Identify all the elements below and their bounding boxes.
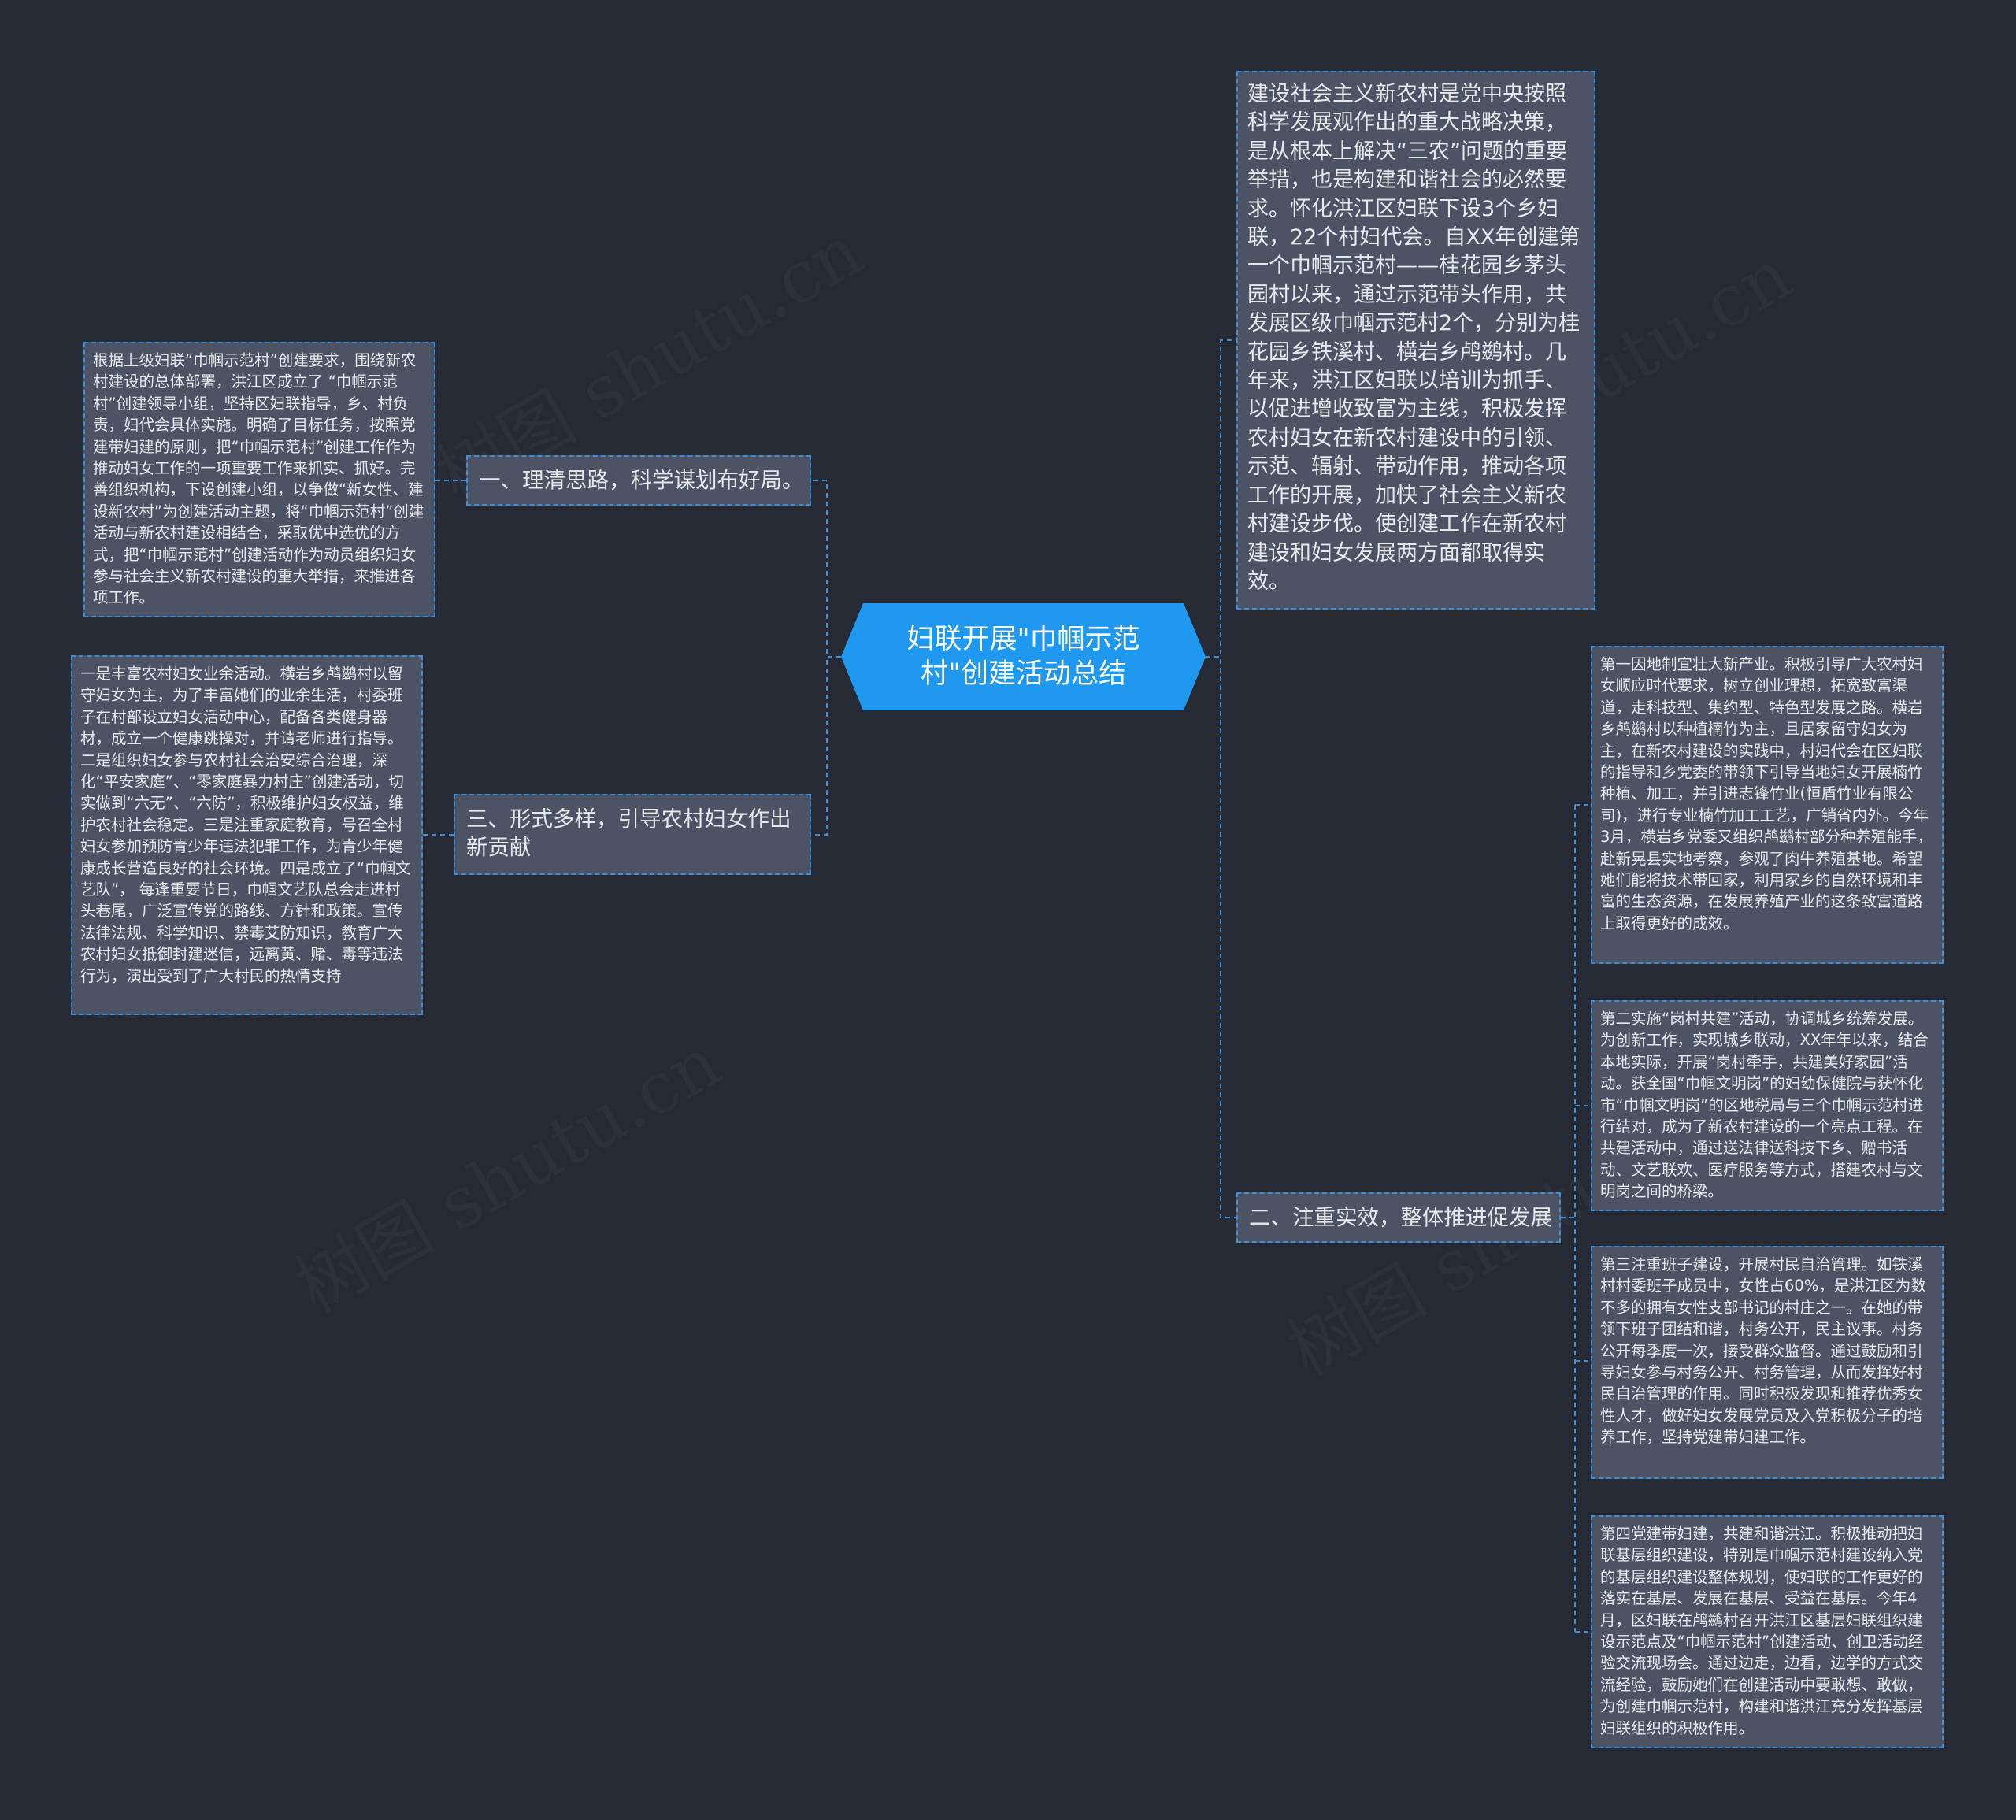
intro-note[interactable]: 建设社会主义新农村是党中央按照科学发展观作出的重大战略决策，是从根本上解决“三农… <box>1236 71 1595 610</box>
branch-one-label: 一、理清思路，科学谋划布好局。 <box>479 468 804 493</box>
branch-three-note-text: 一是丰富农村妇女业余活动。横岩乡鸬鹚村以留守妇女为主，为了丰富她们的业余生活，村… <box>80 665 411 985</box>
branch-two[interactable]: 二、注重实效，整体推进促发展 <box>1236 1192 1561 1243</box>
link-root-branch-three <box>811 656 841 836</box>
branch-three-note[interactable]: 一是丰富农村妇女业余活动。横岩乡鸬鹚村以留守妇女为主，为了丰富她们的业余生活，村… <box>71 655 423 1015</box>
branch-three-label: 三、形式多样，引导农村妇女作出新贡献 <box>466 806 791 860</box>
intro-note-text: 建设社会主义新农村是党中央按照科学发展观作出的重大战略决策，是从根本上解决“三农… <box>1247 82 1581 594</box>
link-root-intro <box>1206 339 1236 658</box>
watermark: 树图 shutu.cn <box>274 1006 736 1333</box>
branch-three[interactable]: 三、形式多样，引导农村妇女作出新贡献 <box>454 794 811 875</box>
branch-one-note-text: 根据上级妇联“巾帼示范村”创建要求，围绕新农村建设的总体部署，洪江区成立了 “巾… <box>93 351 424 607</box>
branch-two-label: 二、注重实效，整体推进促发展 <box>1249 1205 1552 1230</box>
branch-two-note-4[interactable]: 第四党建带妇建，共建和谐洪江。积极推动把妇联基层组织建设，特别是巾帼示范村建设纳… <box>1591 1515 1944 1748</box>
link-root-branch-one <box>811 480 841 658</box>
branch-two-note-2[interactable]: 第二实施“岗村共建”活动，协调城乡统筹发展。为创新工作，实现城乡联动，XX年年以… <box>1591 1000 1944 1211</box>
branch-two-note-1[interactable]: 第一因地制宜壮大新产业。积极引导广大农村妇女顺应时代要求，树立创业理想，拓宽致富… <box>1591 646 1944 964</box>
root-topic[interactable]: 妇联开展"巾帼示范村"创建活动总结 <box>841 603 1206 710</box>
branch-two-note-4-text: 第四党建带妇建，共建和谐洪江。积极推动把妇联基层组织建设，特别是巾帼示范村建设纳… <box>1600 1525 1924 1737</box>
branch-two-note-3[interactable]: 第三注重班子建设，开展村民自治管理。如铁溪村村委班子成员中，女性占60%，是洪江… <box>1591 1246 1944 1479</box>
branch-two-note-3-text: 第三注重班子建设，开展村民自治管理。如铁溪村村委班子成员中，女性占60%，是洪江… <box>1600 1255 1926 1447</box>
branch-one[interactable]: 一、理清思路，科学谋划布好局。 <box>466 455 811 506</box>
branch-one-note[interactable]: 根据上级妇联“巾帼示范村”创建要求，围绕新农村建设的总体部署，洪江区成立了 “巾… <box>83 342 435 617</box>
root-topic-label: 妇联开展"巾帼示范村"创建活动总结 <box>906 624 1140 690</box>
branch-two-note-2-text: 第二实施“岗村共建”活动，协调城乡统筹发展。为创新工作，实现城乡联动，XX年年以… <box>1600 1010 1929 1201</box>
branch-two-note-1-text: 第一因地制宜壮大新产业。积极引导广大农村妇女顺应时代要求，树立创业理想，拓宽致富… <box>1600 655 1933 932</box>
link-root-branch-two <box>1206 656 1236 1218</box>
